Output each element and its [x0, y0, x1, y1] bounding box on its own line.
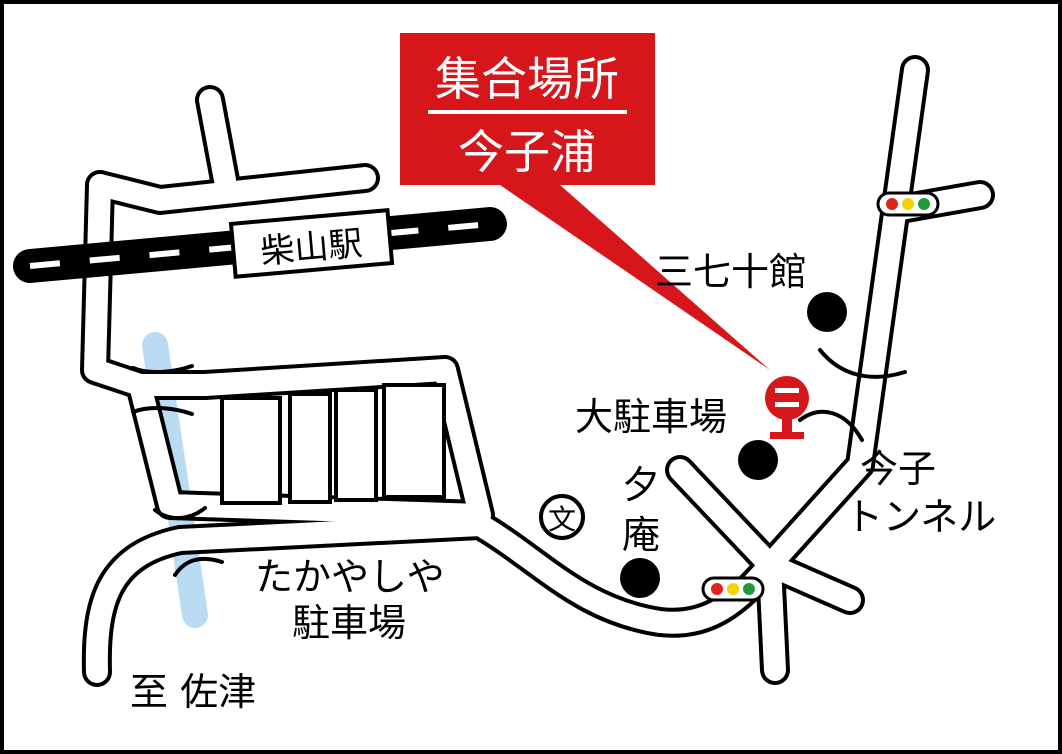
- landmark-dot-icon[interactable]: [738, 440, 778, 480]
- label-yu-an-2: 庵: [622, 513, 660, 557]
- label-sanshichijukan: 三七十館: [655, 250, 807, 294]
- callout-title: 集合場所: [435, 52, 619, 106]
- school-symbol-icon[interactable]: 文: [539, 494, 585, 540]
- callout-place: 今子浦: [458, 125, 596, 179]
- label-takayashiya-1: たかやしや: [255, 555, 445, 599]
- map-svg: 柴山駅 集合場所 今子浦 文 三七十館 大駐車場 夕 庵: [13, 33, 996, 714]
- school-symbol-text: 文: [548, 503, 576, 536]
- bus-stop-icon[interactable]: [765, 376, 809, 439]
- label-dai-parking: 大駐車場: [575, 395, 727, 439]
- station-name: 柴山駅: [259, 224, 364, 273]
- building-blocks: [220, 383, 446, 505]
- landmark-dot-icon[interactable]: [620, 558, 660, 598]
- landmark-dot-icon[interactable]: [807, 292, 847, 332]
- bridge-marks: [131, 364, 224, 577]
- label-takayashiya-2: 駐車場: [292, 601, 406, 645]
- label-tunnel-1: 今子: [860, 447, 936, 491]
- meeting-point-callout[interactable]: 集合場所 今子浦: [400, 33, 770, 370]
- tunnel-arcs: [798, 348, 907, 442]
- label-to-sazu: 至 佐津: [130, 670, 256, 714]
- label-yu-an-1: 夕: [622, 463, 660, 507]
- traffic-light-icon: [701, 576, 765, 602]
- station-label[interactable]: 柴山駅: [228, 208, 395, 279]
- label-tunnel-2: トンネル: [845, 495, 996, 539]
- traffic-light-icon: [876, 191, 940, 217]
